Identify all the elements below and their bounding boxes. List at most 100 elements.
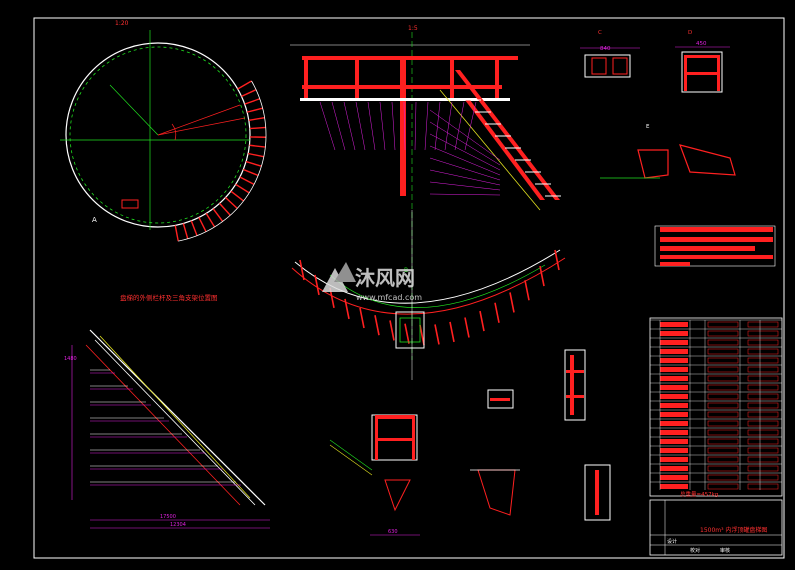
plan-tread bbox=[248, 117, 265, 121]
table-cell-red bbox=[660, 385, 688, 390]
table-cell bbox=[747, 393, 779, 400]
title-block: 1500m³ 内浮顶罐盘梯图 设计 校对 审核 bbox=[649, 499, 783, 556]
plan-tread bbox=[239, 176, 255, 185]
table-cell-red bbox=[660, 430, 688, 435]
fan-line bbox=[391, 101, 396, 151]
table-cell-red bbox=[660, 394, 688, 399]
curved-tread bbox=[524, 280, 530, 301]
table-cell bbox=[707, 465, 739, 472]
svg-text:840: 840 bbox=[600, 46, 611, 52]
table-cell bbox=[707, 330, 739, 337]
fan-line bbox=[319, 101, 336, 151]
table-cell-red bbox=[660, 475, 688, 480]
side-dimension-lines bbox=[90, 369, 241, 486]
table-cell-red bbox=[660, 484, 688, 489]
plan-tread bbox=[249, 126, 266, 130]
parts-table: 总重量=457kg bbox=[649, 317, 783, 498]
table-cell-red bbox=[660, 412, 688, 417]
table-cell bbox=[707, 447, 739, 454]
table-cell bbox=[747, 456, 779, 463]
table-cell bbox=[747, 330, 779, 337]
curved-tread bbox=[479, 310, 485, 332]
fan-line bbox=[414, 101, 417, 151]
plan-tread bbox=[245, 160, 262, 167]
elevation-treads bbox=[465, 99, 561, 197]
table-cell bbox=[707, 438, 739, 445]
fan-line bbox=[331, 101, 346, 151]
table-cell bbox=[707, 348, 739, 355]
curved-tread bbox=[419, 324, 425, 346]
table-cell-red bbox=[660, 403, 688, 408]
plan-tread bbox=[246, 107, 263, 113]
fan-line bbox=[429, 181, 501, 191]
curved-tread bbox=[449, 321, 455, 343]
table-cell-red bbox=[660, 421, 688, 426]
table-cell bbox=[707, 321, 739, 328]
plan-outer-arc bbox=[178, 80, 267, 242]
plan-stair-treads bbox=[174, 80, 267, 242]
svg-text:E: E bbox=[646, 124, 650, 130]
plan-top-label: 1:20 bbox=[115, 20, 129, 27]
table-cell bbox=[747, 420, 779, 427]
table-cell-red bbox=[660, 340, 688, 345]
svg-text:12304: 12304 bbox=[170, 522, 186, 528]
table-cell bbox=[707, 483, 739, 490]
plan-tread bbox=[249, 144, 266, 148]
table-cell bbox=[747, 348, 779, 355]
curved-tread bbox=[494, 302, 500, 323]
drawing-title: 1500m³ 内浮顶罐盘梯图 bbox=[700, 526, 767, 534]
elevation-top-label: 1:5 bbox=[408, 25, 418, 32]
fan-line bbox=[424, 101, 429, 151]
plan-caption: 盘梯的外侧栏杆及三角支架位置图 bbox=[120, 293, 218, 302]
table-cell bbox=[747, 321, 779, 328]
fan-line bbox=[343, 101, 356, 151]
table-cell bbox=[747, 366, 779, 373]
fan-line bbox=[429, 169, 501, 186]
table-cell-red bbox=[660, 376, 688, 381]
curved-tread bbox=[539, 265, 545, 287]
plan-tread bbox=[225, 196, 238, 209]
table-cell-red bbox=[660, 457, 688, 462]
table-cell bbox=[707, 366, 739, 373]
svg-text:1480: 1480 bbox=[64, 356, 77, 362]
tank-plan-view: 1:20 盘梯的外侧栏杆及三角支架位置图 A bbox=[60, 20, 267, 302]
spiral-stair-plan: B bbox=[291, 210, 566, 380]
table-cell-red bbox=[660, 331, 688, 336]
table-cell-red bbox=[660, 322, 688, 327]
table-cell bbox=[707, 357, 739, 364]
svg-text:D: D bbox=[688, 30, 692, 36]
fan-line bbox=[367, 101, 376, 151]
table-cell bbox=[747, 375, 779, 382]
table-cell bbox=[707, 402, 739, 409]
fan-line bbox=[429, 133, 501, 171]
curved-tread bbox=[389, 320, 395, 341]
curved-tread bbox=[299, 259, 305, 281]
table-cell bbox=[747, 447, 779, 454]
fan-line bbox=[379, 101, 386, 151]
table-cell-red bbox=[660, 358, 688, 363]
fan-line bbox=[429, 193, 501, 196]
table-cell-red bbox=[660, 466, 688, 471]
table-cell bbox=[747, 384, 779, 391]
plan-tread bbox=[174, 225, 179, 242]
plan-tread bbox=[241, 89, 257, 98]
curved-tread bbox=[314, 274, 320, 296]
fan-line bbox=[429, 121, 501, 166]
table-cell-red bbox=[660, 367, 688, 372]
title-row-2: 校对 bbox=[690, 547, 700, 554]
dimension-fan-lines bbox=[319, 101, 501, 196]
curved-tread bbox=[554, 249, 560, 271]
table-cell-red bbox=[660, 349, 688, 354]
plan-tread bbox=[190, 220, 198, 236]
plan-tread bbox=[219, 202, 231, 216]
fan-line bbox=[429, 157, 501, 181]
parts-table-rows bbox=[650, 319, 782, 490]
svg-text:B: B bbox=[404, 267, 408, 274]
note-block bbox=[654, 225, 776, 267]
table-cell bbox=[707, 420, 739, 427]
watermark-brand: 沐风网 bbox=[355, 266, 415, 290]
fan-line bbox=[429, 109, 501, 161]
detail-top-right: C D 840 450 E bbox=[580, 30, 736, 179]
drawing-border bbox=[33, 17, 785, 559]
title-row-1: 设计 bbox=[667, 538, 677, 545]
